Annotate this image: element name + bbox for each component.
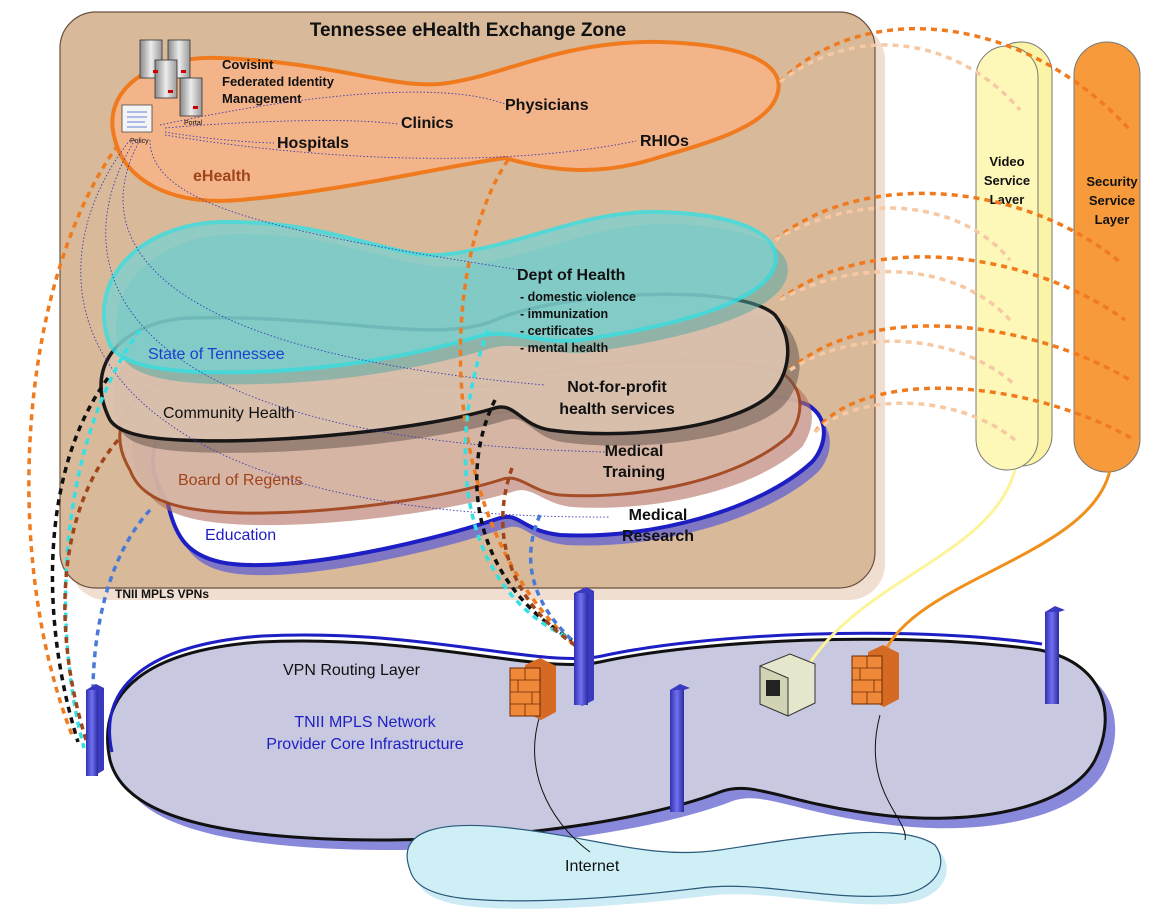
security-label-line1: Security: [1086, 174, 1138, 189]
video-server-icon: [759, 653, 816, 717]
security-label-line2: Service: [1089, 193, 1135, 208]
policy-links: [80, 91, 637, 518]
service-links: [773, 26, 1136, 442]
nonprofit-label-line2: health services: [559, 401, 675, 418]
vpn-post-left: [86, 684, 104, 776]
training-label-line2: Training: [603, 464, 665, 481]
identity-line2: Federated Identity: [222, 74, 335, 89]
video-label-line2: Service: [984, 173, 1030, 188]
state-name: State of Tennessee: [148, 346, 285, 363]
security-label-line3: Layer: [1095, 212, 1130, 227]
internet-links: [534, 714, 906, 853]
dept-item-1: - domestic violence: [520, 290, 636, 304]
training-label-line1: Medical: [605, 443, 664, 460]
research-label-line2: Research: [622, 528, 694, 545]
security-service-layer: Security Service Layer: [1073, 41, 1141, 473]
vpn-post-right: [1045, 606, 1065, 704]
dept-item-4: - mental health: [520, 341, 608, 355]
service-cables: [798, 469, 1112, 681]
education-name: Education: [205, 527, 276, 544]
firewall-icon: [509, 658, 556, 720]
physicians-label: Physicians: [505, 97, 589, 114]
dept-item-3: - certificates: [520, 324, 594, 338]
clinics-label: Clinics: [401, 115, 454, 132]
firewall-icon-2: [851, 645, 899, 707]
nonprofit-label-line1: Not-for-profit: [567, 379, 667, 396]
hospitals-label: Hospitals: [277, 135, 349, 152]
community-name: Community Health: [163, 405, 295, 422]
zone-title: Tennessee eHealth Exchange Zone: [310, 20, 626, 41]
internet-cloud: Internet: [406, 824, 947, 909]
vpn-uplinks: [27, 143, 592, 761]
identity-line1: Covisint: [222, 57, 274, 72]
vpn-post-center: [574, 587, 594, 706]
regents-name: Board of Regents: [178, 472, 303, 489]
core-label-line2: Provider Core Infrastructure: [266, 736, 464, 753]
video-service-layer: Video Service Layer: [975, 41, 1053, 471]
research-label-line1: Medical: [629, 507, 688, 524]
server-cluster-icon: Portal: [139, 39, 203, 127]
video-label-line1: Video: [989, 154, 1024, 169]
vpn-post-middle: [670, 684, 690, 812]
state-vpn: State of Tennessee Dept of Health - dome…: [102, 209, 788, 385]
core-label-line1: TNII MPLS Network: [294, 714, 436, 731]
rhios-label: RHIOs: [640, 133, 689, 150]
ehealth-name: eHealth: [193, 168, 251, 185]
identity-line3: Management: [222, 91, 302, 106]
routing-layer-label: VPN Routing Layer: [283, 662, 421, 679]
dept-item-2: - immunization: [520, 307, 608, 321]
vpn-caption: TNII MPLS VPNs: [115, 587, 209, 601]
ehealth-vpn: eHealth Covisint Federated Identity Mana…: [110, 39, 781, 203]
internet-label: Internet: [565, 858, 620, 875]
dept-of-health: Dept of Health: [517, 267, 625, 284]
portal-label: Portal: [184, 120, 203, 127]
mpls-core-network: VPN Routing Layer TNII MPLS Network Prov…: [106, 631, 1116, 851]
